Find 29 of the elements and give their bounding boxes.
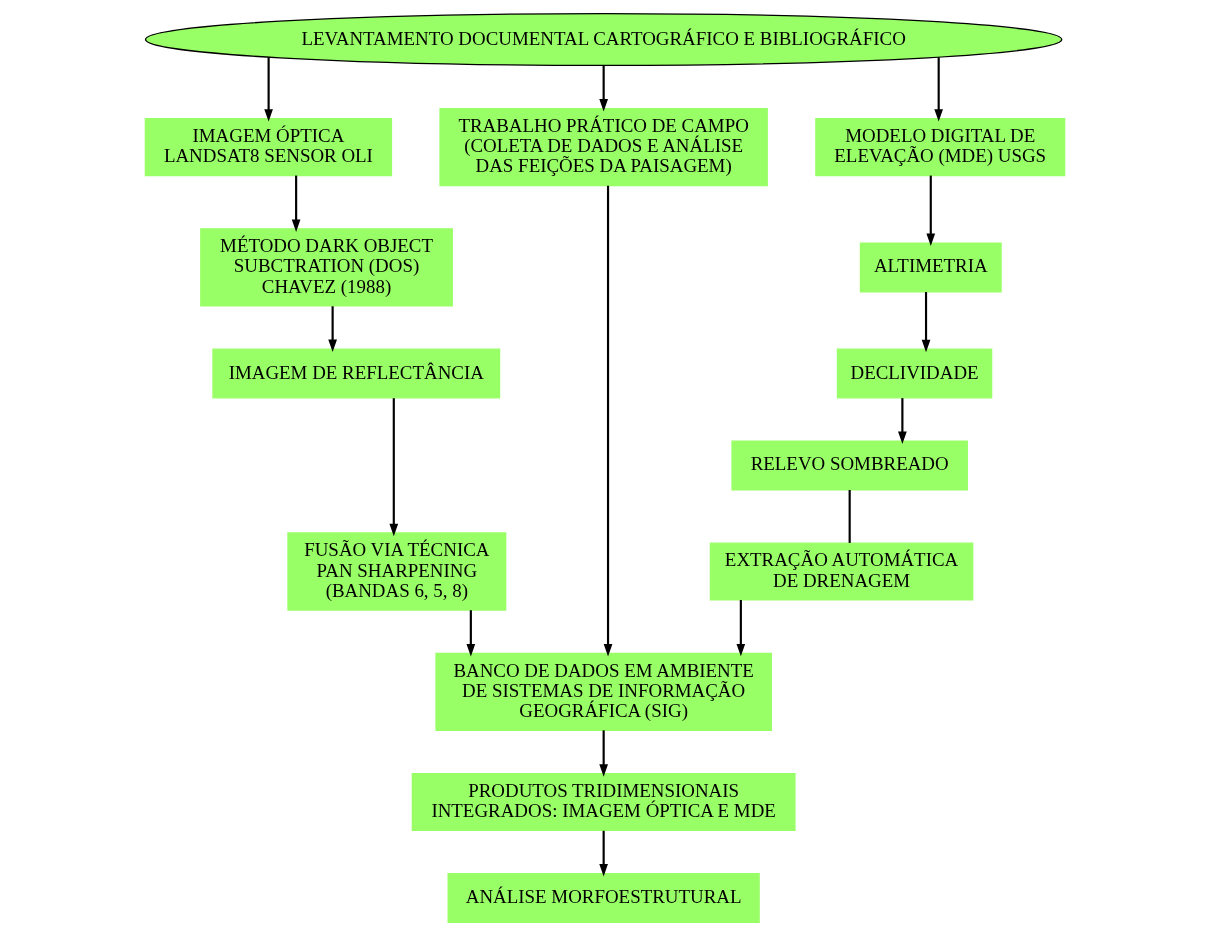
node-box: TRABALHO PRÁTICO DE CAMPO (COLETA DE DADOS E ANÁLISE DAS FEIÇÕES DA PAISAGEM) [438,107,768,187]
arrow [598,830,608,877]
arrow [897,398,907,444]
arrow [925,175,935,247]
arrow [327,306,337,353]
connector [848,490,851,543]
node-box: BANCO DE DADOS EM AMBIENTE DE SISTEMAS DE INFORMAÇÃO GEOGRÁFICA (SIG) [434,652,772,732]
node-box: EXTRAÇÃO AUTOMÁTICA DE DRENAGEM [709,542,973,601]
arrow [736,600,745,657]
node-box: FUSÃO VIA TÉCNICA PAN SHARPENING (BANDAS 6, 5, 8) [286,532,506,611]
node-box: PRODUTOS TRIDIMENSIONAIS INTEGRADOS: IMAGEM ÓPTICA E MDE [411,772,796,832]
node-box: IMAGEM ÓPTICA LANDSAT8 SENSOR OLI [144,118,392,177]
node-ellipse: LEVANTAMENTO DOCUMENTAL CARTOGRÁFICO E BIBLIOGRÁFICO [144,12,1062,67]
node-box: RELEVO SOMBREADO [730,440,968,491]
arrow [291,175,300,232]
arrow [465,610,475,657]
node-box: IMAGEM DE REFLECTÂNCIA [211,348,500,399]
arrow [933,57,943,122]
node-box: ALTIMETRIA [859,242,1002,293]
node-box: DECLIVIDADE [836,348,992,399]
node-box: MÉTODO DARK OBJECT SUBCTRATION (DOS) CHAVEZ (1988) [199,228,453,307]
arrow [263,57,273,122]
arrow [603,185,612,657]
arrow [598,730,608,777]
arrow [598,65,608,112]
arrow [921,292,930,353]
node-box: ANÁLISE MORFOESTRUTURAL [447,872,760,923]
arrow [388,398,398,537]
node-box: MODELO DIGITAL DE ELEVAÇÃO (MDE) USGS [814,118,1065,177]
